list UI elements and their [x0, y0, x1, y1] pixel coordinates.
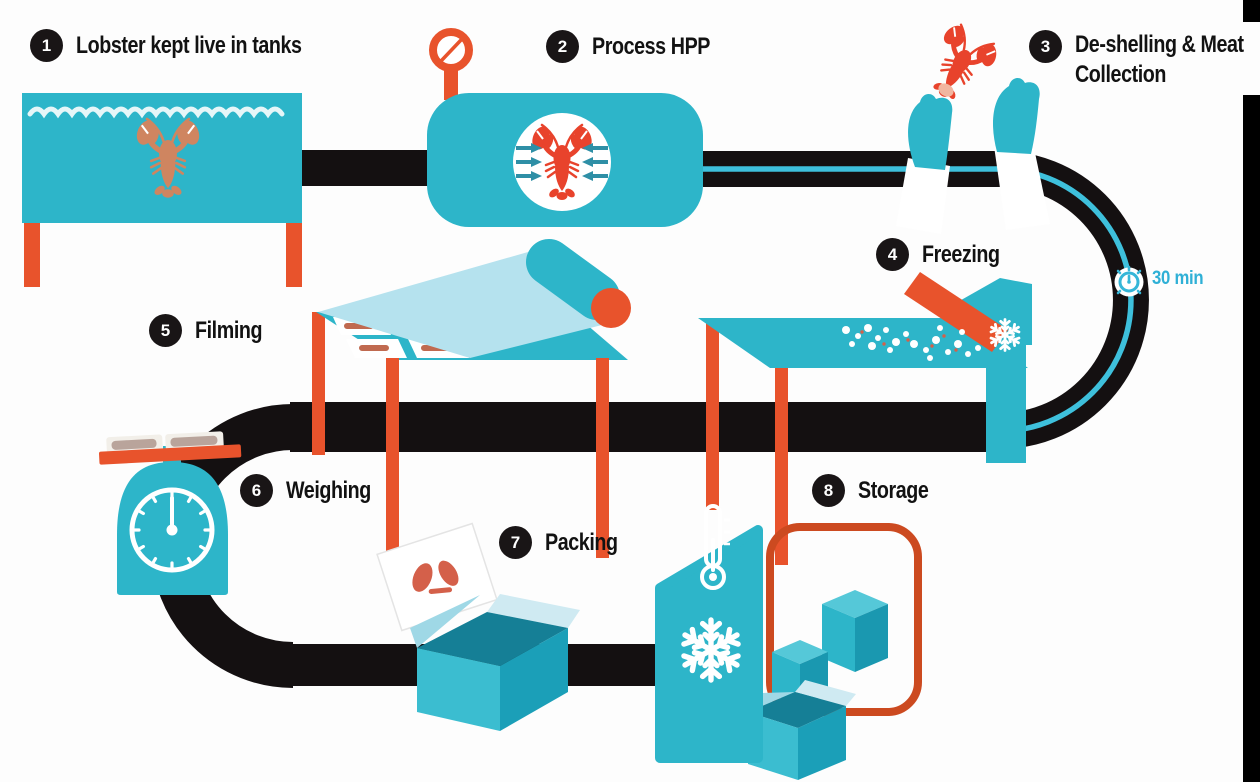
- step-label: Filming: [195, 317, 263, 344]
- screen-edge-bar: [1243, 0, 1260, 782]
- frozen-meat-crumbs: [842, 324, 981, 361]
- step-label: Packing: [545, 529, 618, 556]
- hpp-machine: [427, 28, 703, 227]
- step-number-badge: 6: [240, 474, 273, 507]
- step-number-badge: 5: [149, 314, 182, 347]
- step-label: Lobster kept live in tanks: [76, 32, 302, 59]
- step-number-badge: 8: [812, 474, 845, 507]
- step-number-badge: 1: [30, 29, 63, 62]
- weighing-scale: [98, 431, 242, 595]
- step-3: 3 De-shelling & Meat Collection: [1029, 30, 1260, 90]
- step-7: 7 Packing: [499, 526, 634, 559]
- sleeve: [994, 146, 1050, 230]
- step-number-badge: 4: [876, 238, 909, 271]
- step-label: De-shelling & Meat Collection: [1075, 31, 1244, 88]
- film-roll-cap: [591, 288, 631, 328]
- step-1: 1 Lobster kept live in tanks: [30, 29, 351, 62]
- deshelling-hands: [896, 18, 1050, 234]
- step-2: 2 Process HPP: [546, 30, 736, 63]
- glove-left: [908, 93, 953, 170]
- gauge-icon: [429, 28, 473, 100]
- dial-icon: [129, 487, 215, 573]
- step-label: Freezing: [922, 241, 1000, 268]
- step-number-badge: 3: [1029, 30, 1062, 63]
- storage-cube: [822, 590, 888, 672]
- step-8: 8 Storage: [812, 474, 944, 507]
- packing-station: [376, 522, 580, 731]
- clock-icon: [1114, 265, 1144, 297]
- step-number-badge: 2: [546, 30, 579, 63]
- chute: [904, 272, 1008, 352]
- storage-station: [655, 504, 922, 780]
- belt-cyan-stripe: [703, 166, 1134, 434]
- holding-tank: [22, 93, 302, 287]
- step-number-badge: 7: [499, 526, 532, 559]
- step-6: 6 Weighing: [240, 474, 390, 507]
- filming-station: [312, 239, 631, 558]
- pressure-arrows-icon: [516, 143, 608, 181]
- film-roll-icon: [526, 239, 620, 320]
- step-label: Storage: [858, 477, 929, 504]
- sleeve: [896, 158, 950, 234]
- step-4: 4 Freezing: [876, 238, 1017, 271]
- step-label: Process HPP: [592, 33, 711, 60]
- freezing-station: [698, 272, 1032, 565]
- belt-duration-label: 30 min: [1152, 268, 1204, 289]
- step-5: 5 Filming: [149, 314, 277, 347]
- scale-platter: [98, 444, 242, 465]
- lobster-tail-meat: [938, 83, 954, 97]
- water-wave-icon: [27, 106, 285, 119]
- step-label: Weighing: [286, 477, 371, 504]
- glove-right: [993, 77, 1040, 154]
- thermometer-icon: [700, 504, 730, 590]
